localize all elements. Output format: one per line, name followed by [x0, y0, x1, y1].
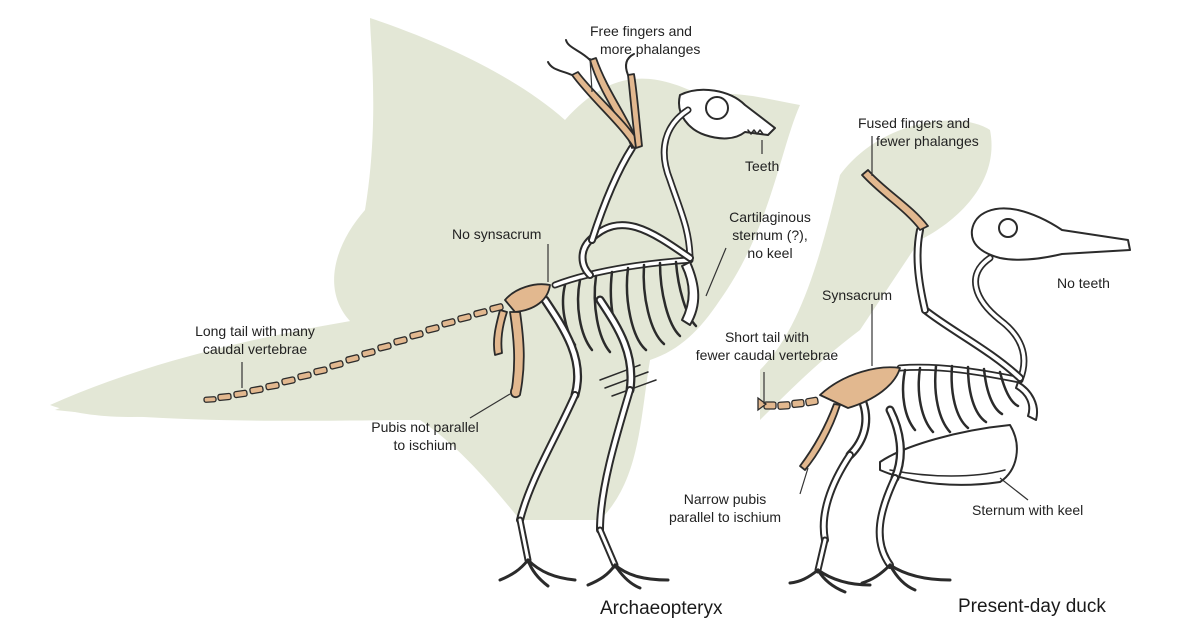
duck-foot	[788, 568, 872, 594]
duck-skull	[970, 207, 1131, 261]
archaeopteryx-eye-ring	[705, 96, 729, 120]
leader-pubis-not-parallel	[469, 393, 511, 419]
archaeopteryx-free-fingers-2	[571, 71, 641, 149]
archaeopteryx-pelvis	[504, 283, 551, 313]
duck-pubis	[799, 403, 841, 471]
duck-furcula	[1015, 381, 1038, 421]
leader-narrow-pubis	[799, 467, 809, 495]
label-cartilaginous: Cartilaginous sternum (?), no keel	[729, 209, 811, 261]
label-pubis-not-parallel: Pubis not parallel to ischium	[371, 419, 479, 453]
leader-lines	[241, 57, 1029, 501]
label-no-teeth: No teeth	[1057, 275, 1110, 291]
label-no-synsacrum: No synsacrum	[452, 226, 542, 242]
duck-tail-vertebrae	[757, 396, 819, 412]
archaeopteryx-claw-3	[625, 53, 635, 76]
archaeopteryx-ischium	[493, 309, 508, 356]
specimen-title-archaeopteryx: Archaeopteryx	[600, 598, 723, 619]
label-free-fingers: Free fingers and more phalanges	[590, 23, 701, 57]
archaeopteryx-tail-feathers	[50, 310, 470, 417]
archaeopteryx-foot-2	[586, 563, 670, 590]
archaeopteryx-claw-2	[547, 61, 573, 76]
archaeopteryx-foot	[498, 558, 577, 588]
duck-foot-2	[860, 563, 952, 592]
duck-synsacrum	[819, 366, 901, 409]
duck-silhouette	[760, 120, 992, 421]
label-short-tail: Short tail with fewer caudal vertebrae	[695, 329, 839, 363]
duck-skeleton	[788, 207, 1131, 594]
duck-eye-ring	[998, 218, 1018, 238]
leader-sternum	[999, 477, 1029, 501]
label-sternum-keel: Sternum with keel	[972, 502, 1084, 518]
label-synsacrum: Synsacrum	[822, 287, 893, 303]
archaeopteryx-furcula	[681, 261, 700, 326]
archaeopteryx-tail-vertebrae	[203, 303, 504, 403]
archaeopteryx-claw	[565, 39, 591, 61]
duck-fused-fingers	[861, 169, 929, 231]
specimen-title-duck: Present-day duck	[958, 596, 1106, 617]
duck-ribs	[901, 364, 1020, 434]
archaeopteryx-teeth	[747, 129, 764, 135]
archaeopteryx-pubis	[509, 311, 525, 399]
label-fused-fingers: Fused fingers and fewer phalanges	[858, 115, 979, 149]
duck-keel	[889, 469, 1006, 477]
duck-sternum	[879, 424, 1018, 486]
label-narrow-pubis: Narrow pubis parallel to ischium	[668, 491, 782, 525]
archaeopteryx-free-fingers-3	[627, 73, 643, 149]
label-long-tail: Long tail with many caudal vertebrae	[195, 323, 315, 357]
label-teeth: Teeth	[745, 158, 780, 174]
leader-cartilaginous	[705, 247, 727, 297]
archaeopteryx-skeleton	[498, 88, 776, 590]
leader-free-fingers	[589, 57, 593, 93]
